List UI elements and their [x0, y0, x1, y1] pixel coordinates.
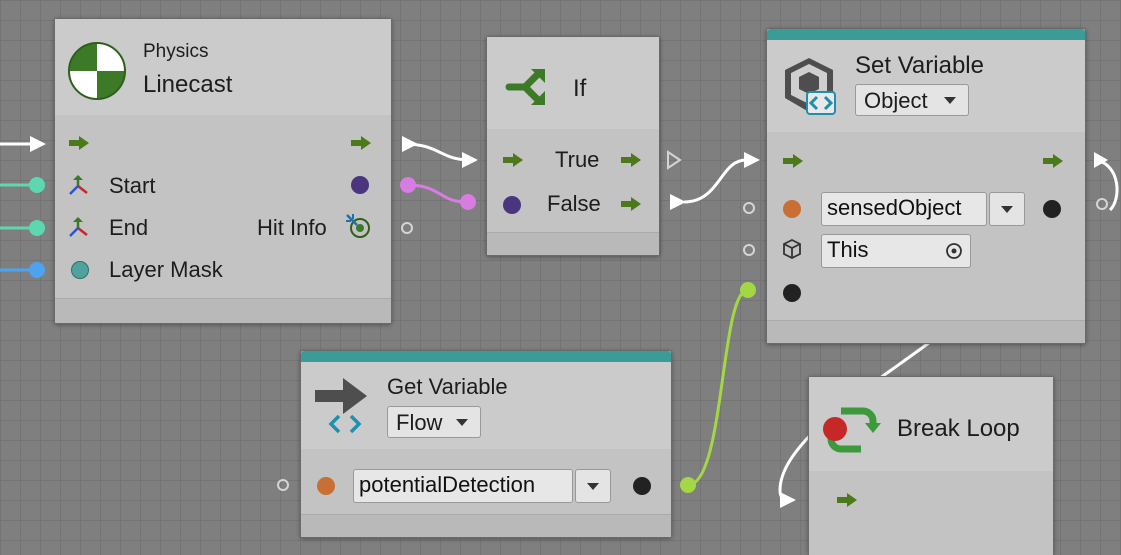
- if-node[interactable]: If True False: [486, 36, 660, 256]
- get-name-input-port[interactable]: [277, 479, 289, 491]
- linecast-category: Physics: [143, 41, 209, 62]
- set-flow-in-port-icon[interactable]: [783, 154, 803, 168]
- set-variable-title: Set Variable: [855, 52, 984, 79]
- wire-end-dot-bool: [740, 282, 756, 298]
- start-input-port[interactable]: [29, 177, 45, 193]
- wire-end-dot-hit: [460, 194, 476, 210]
- target-field[interactable]: This: [821, 234, 971, 268]
- linecast-title: Linecast: [143, 71, 233, 98]
- target-input-port[interactable]: [743, 244, 755, 256]
- game-object-cube-icon: [783, 238, 801, 260]
- flow-out-port-icon[interactable]: [351, 136, 371, 150]
- value-input-port[interactable]: [783, 284, 801, 302]
- linecast-extra-port[interactable]: [401, 222, 413, 234]
- wire-get-to-set: [687, 288, 749, 487]
- wire-linecast-to-if: [403, 142, 471, 162]
- get-variable-header[interactable]: Get Variable Flow: [301, 362, 671, 450]
- variable-name-field[interactable]: sensedObject: [821, 192, 987, 226]
- chevron-down-icon: [456, 419, 468, 426]
- object-type-icon: [783, 200, 801, 218]
- object-picker-icon[interactable]: [945, 242, 963, 260]
- transform-axes-icon: [69, 175, 88, 195]
- get-object-type-icon: [317, 477, 335, 495]
- if-title: If: [573, 75, 587, 102]
- flow-in-arrowhead: [30, 136, 46, 152]
- hit-info-label: Hit Info: [257, 215, 327, 240]
- transform-axes-icon: [69, 217, 88, 237]
- set-variable-header[interactable]: Set Variable Object: [767, 40, 1085, 133]
- set-variable-kind-dropdown[interactable]: Object: [855, 84, 969, 116]
- true-out-port-icon[interactable]: [621, 153, 641, 167]
- start-label: Start: [109, 173, 156, 198]
- wire-end-dot-bool: [680, 477, 696, 493]
- end-input-port[interactable]: [29, 220, 45, 236]
- flow-in-port-icon[interactable]: [69, 136, 89, 150]
- false-label: False: [547, 191, 601, 216]
- hit-info-output-port[interactable]: [351, 176, 369, 194]
- wire-false-to-set: [683, 158, 747, 204]
- chevron-down-icon: [1001, 206, 1013, 213]
- linecast-header[interactable]: Physics Linecast: [55, 19, 391, 116]
- false-out-port-icon[interactable]: [621, 197, 641, 211]
- layer-mask-input-port[interactable]: [29, 262, 45, 278]
- get-variable-name-dropdown[interactable]: [575, 469, 611, 503]
- linecast-node[interactable]: Physics Linecast Start End Hit Info Laye…: [29, 18, 413, 324]
- break-loop-title: Break Loop: [897, 415, 1020, 442]
- wire-hitinfo-to-false: [407, 183, 467, 204]
- layer-mask-label: Layer Mask: [109, 257, 223, 282]
- get-variable-kind-dropdown[interactable]: Flow: [387, 406, 481, 438]
- variable-name-dropdown[interactable]: [989, 192, 1025, 226]
- branch-arrows-icon: [505, 69, 545, 105]
- flow-out-ring[interactable]: [1096, 198, 1108, 210]
- layer-mask-icon: [71, 261, 89, 279]
- get-variable-kind-label: Flow: [396, 410, 443, 435]
- arrow-variable-icon: [315, 378, 367, 434]
- condition-input-port[interactable]: [503, 196, 521, 214]
- break-loop-node[interactable]: Break Loop: [808, 376, 1054, 555]
- if-flow-in-port-icon[interactable]: [503, 153, 523, 167]
- wire-end-dot-hit: [400, 177, 416, 193]
- physics-checker-ball-icon: [68, 42, 126, 100]
- break-loop-icon: [823, 407, 881, 453]
- get-variable-title: Get Variable: [387, 374, 508, 399]
- set-variable-node[interactable]: Set Variable Object sensedObject This: [743, 28, 1086, 344]
- set-flow-out-port-icon[interactable]: [1043, 154, 1063, 168]
- end-label: End: [109, 215, 149, 240]
- chevron-down-icon: [944, 97, 956, 104]
- get-variable-node[interactable]: Get Variable Flow potentialDetection: [277, 350, 672, 538]
- set-variable-kind-label: Object: [864, 88, 928, 113]
- get-value-output-port[interactable]: [633, 477, 651, 495]
- true-label: True: [555, 147, 600, 172]
- get-variable-name-field[interactable]: potentialDetection: [353, 469, 573, 503]
- value-output-port[interactable]: [1043, 200, 1061, 218]
- raycast-hit-icon: [346, 214, 370, 238]
- break-loop-header[interactable]: Break Loop: [809, 377, 1053, 472]
- cube-variable-icon: [785, 58, 836, 115]
- name-input-port[interactable]: [743, 202, 755, 214]
- break-flow-in-port-icon[interactable]: [837, 493, 857, 507]
- chevron-down-icon: [587, 483, 599, 490]
- if-header[interactable]: If: [487, 37, 659, 130]
